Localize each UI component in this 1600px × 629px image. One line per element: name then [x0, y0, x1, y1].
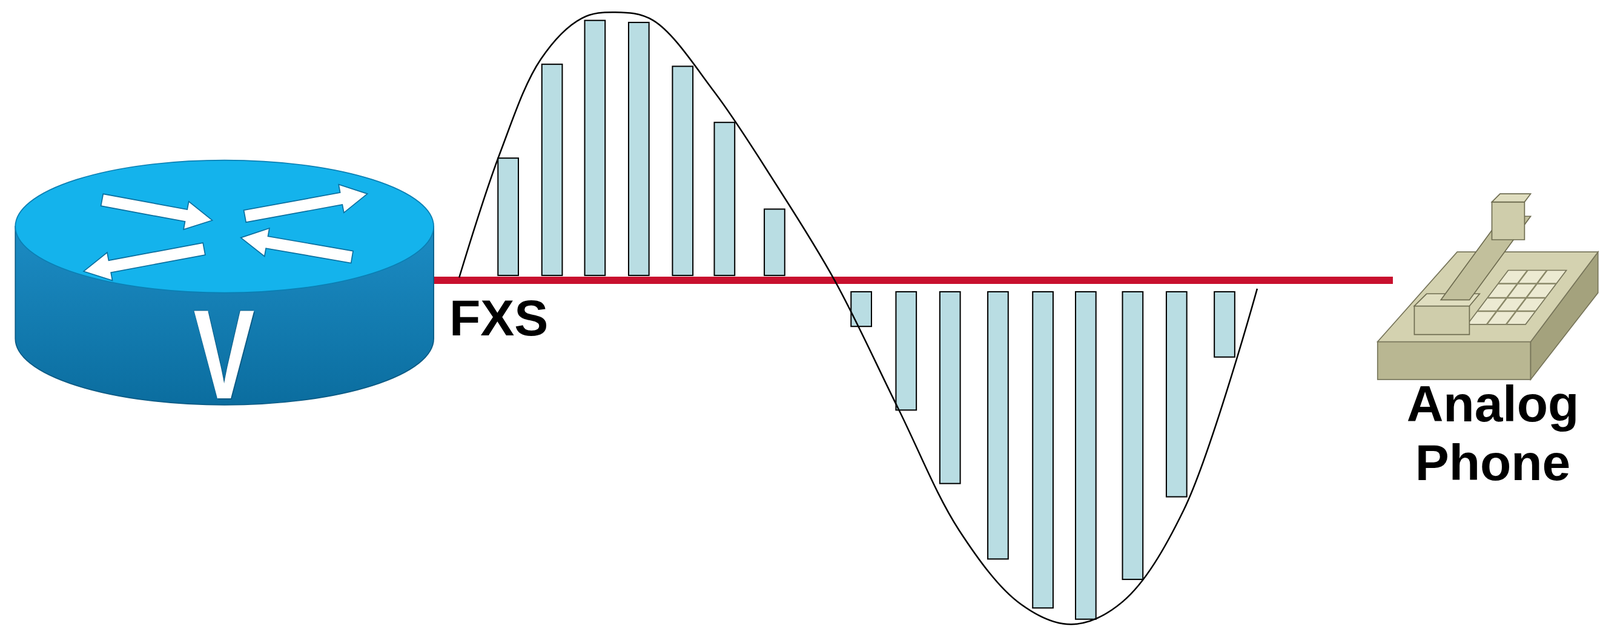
router-arrow	[83, 242, 206, 281]
router-arrow	[244, 184, 368, 223]
sample-bar	[497, 158, 519, 276]
sample-bar	[585, 20, 606, 276]
sample-bar	[764, 208, 785, 276]
sample-bar	[1166, 291, 1187, 498]
analog-line	[433, 276, 1393, 285]
sample-bar	[628, 22, 650, 276]
router-glyph: V	[180, 291, 268, 419]
sine-wave	[459, 12, 1258, 625]
sample-bar	[672, 66, 693, 276]
sample-bar	[1075, 291, 1097, 620]
sample-bar	[1032, 291, 1054, 609]
sample-bar	[542, 64, 563, 276]
sample-bar	[895, 291, 917, 410]
sample-bar	[939, 291, 961, 484]
sample-bar	[987, 291, 1009, 559]
sample-bar	[1122, 291, 1143, 580]
router-arrow	[241, 228, 354, 264]
sample-bar	[1214, 291, 1235, 358]
router-arrow	[101, 193, 213, 230]
sample-bar	[850, 291, 872, 327]
phone-icon	[1377, 193, 1599, 380]
port-label: FXS	[449, 292, 549, 344]
sample-bars	[497, 20, 1235, 620]
phone-node: Analog Phone	[1392, 199, 1593, 497]
sample-bar	[714, 122, 736, 276]
device-label: Analog Phone	[1392, 374, 1593, 493]
